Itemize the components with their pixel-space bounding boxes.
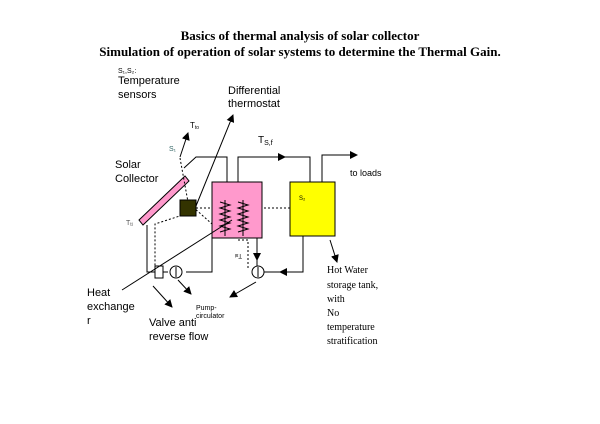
sensors-label-1: Temperature <box>118 75 180 87</box>
heat-exchanger-label-3: r <box>87 315 91 327</box>
tsi-label: Tsi <box>235 252 242 258</box>
heat-exchanger-label-2: exchange <box>87 301 135 313</box>
pump-label-1: Pump- <box>196 305 217 312</box>
differential-thermostat-box <box>179 199 197 217</box>
pump-arrow <box>229 281 257 298</box>
pump-label-2: circulator <box>196 313 225 320</box>
tto-arrow <box>179 132 190 158</box>
heat-exchanger-coils <box>218 200 250 236</box>
hot-water-label-3: with <box>327 294 345 305</box>
sensors-label-2: sensors <box>118 89 157 101</box>
solar-collector-panel <box>138 175 190 226</box>
tto-label: Tto <box>190 121 199 131</box>
storage-pointer <box>329 239 339 263</box>
exchanger-tank <box>211 181 263 239</box>
hot-water-storage-tank <box>289 181 336 237</box>
solar-collector-label-1: Solar <box>115 159 141 171</box>
to-loads-label: to loads <box>350 168 382 178</box>
heat-exchanger-pointer <box>121 219 233 291</box>
pump-right <box>251 265 265 279</box>
heat-exchanger-label-1: Heat <box>87 287 110 299</box>
hot-water-label-5: temperature <box>327 322 375 333</box>
solar-collector-label-2: Collector <box>115 173 159 185</box>
tti-label: Tti <box>126 220 133 228</box>
s2-label: S₂ <box>299 196 306 202</box>
thermostat-arrow <box>195 114 235 207</box>
title-line-2: Simulation of operation of solar systems… <box>99 44 501 59</box>
sensors-abbrev: S₁,S₂: <box>118 68 136 75</box>
valve-arrow <box>152 285 173 308</box>
valve-label-2: reverse flow <box>149 331 208 343</box>
hot-water-label-2: storage tank, <box>327 280 378 291</box>
s1-label: S₁ <box>169 146 177 153</box>
hot-water-label-4: No <box>327 308 339 319</box>
title-line-1: Basics of thermal analysis of solar coll… <box>180 28 420 43</box>
differential-label-1: Differential <box>228 85 280 97</box>
pump-arrow-left <box>177 279 192 295</box>
tsf-label: TS,f <box>258 135 273 147</box>
valve-label-1: Valve anti <box>149 317 197 329</box>
differential-label-2: thermostat <box>228 98 280 110</box>
pump-left <box>169 265 183 279</box>
hot-water-label-1: Hot Water <box>327 265 369 276</box>
hot-water-label-6: stratification <box>327 336 378 347</box>
